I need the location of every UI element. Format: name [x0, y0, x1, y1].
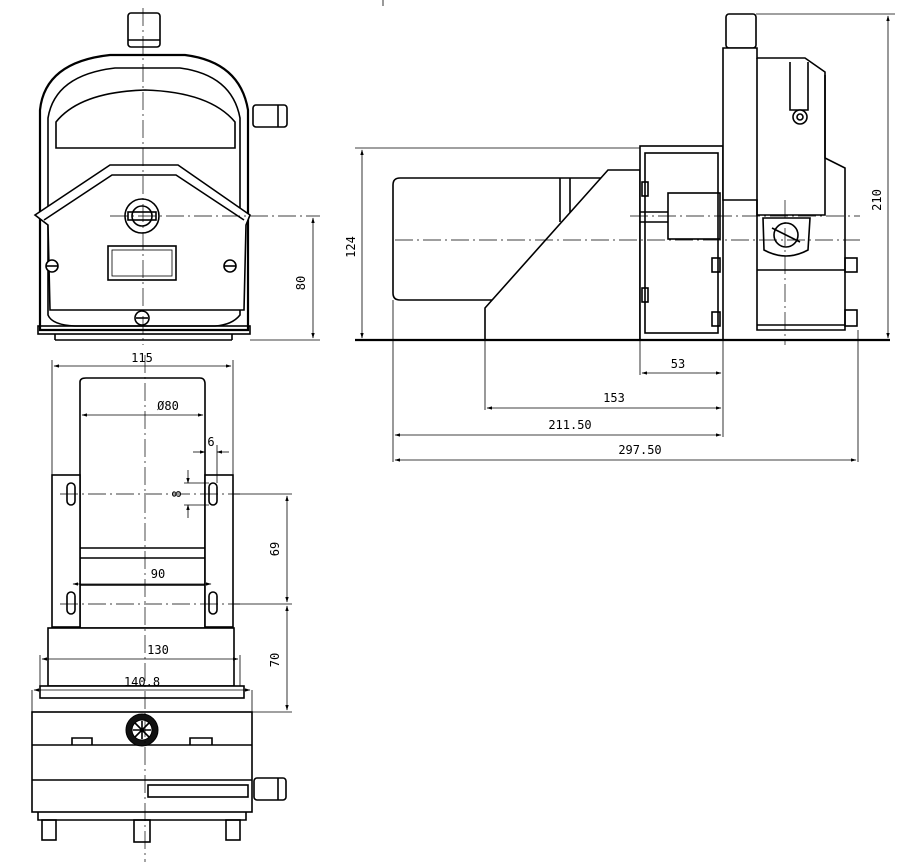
front-dim-80-label: 80: [294, 276, 308, 290]
side-dim-124-label: 124: [344, 236, 358, 258]
top-dim-d80-label: Ø80: [157, 399, 179, 413]
top-view: 115 Ø80 6 8 69 90 70 130 140.8: [31, 351, 292, 862]
top-dim-130-label: 130: [147, 643, 169, 657]
top-dim-115-label: 115: [131, 351, 153, 365]
side-dim-53-label: 53: [671, 357, 685, 371]
top-dim-8-label: 8: [170, 490, 184, 497]
top-dim-6-label: 6: [207, 435, 214, 449]
side-dim-210-label: 210: [870, 189, 884, 211]
side-view: 124 210 53 153 211.50 297.50: [344, 0, 895, 462]
side-dim-211-label: 211.50: [548, 418, 591, 432]
top-dim-140-label: 140.8: [124, 675, 160, 689]
top-dim-69-label: 69: [268, 542, 282, 556]
front-view: 80: [33, 8, 320, 345]
side-dim-297-label: 297.50: [618, 443, 661, 457]
side-dim-153-label: 153: [603, 391, 625, 405]
top-dim-90-label: 90: [151, 567, 165, 581]
top-dim-70-label: 70: [268, 653, 282, 667]
